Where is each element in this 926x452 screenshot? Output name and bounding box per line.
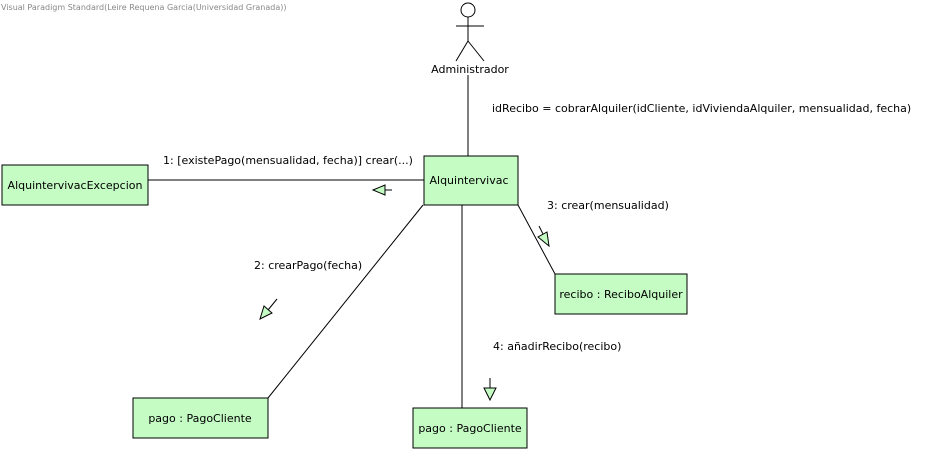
object-label: AlquintervivacExcepcion — [8, 179, 143, 192]
actor-administrador[interactable]: Administrador — [431, 2, 509, 76]
object-alquintervivac[interactable]: Alquintervivac — [423, 155, 519, 206]
object-pago-cliente-1[interactable]: pago : PagoCliente — [132, 397, 269, 439]
watermark-text: Visual Paradigm Standard(Leire Requena G… — [1, 3, 287, 12]
actor-name: Administrador — [431, 63, 509, 76]
object-recibo-alquiler[interactable]: recibo : ReciboAlquiler — [554, 273, 688, 315]
message-3: 3: crear(mensualidad) — [547, 199, 669, 212]
message-2-arrow-icon — [259, 298, 278, 320]
object-label: recibo : ReciboAlquiler — [559, 288, 683, 301]
object-alquintervivac-excepcion[interactable]: AlquintervivacExcepcion — [1, 164, 149, 206]
message-2: 2: crearPago(fecha) — [254, 259, 362, 272]
message-4-arrow-icon — [483, 378, 497, 402]
message-4: 4: añadirRecibo(recibo) — [493, 340, 621, 353]
link-main-recibo — [517, 204, 556, 275]
stick-figure-actor-icon — [455, 2, 485, 62]
message-actor-call: idRecibo = cobrarAlquiler(idCliente, idV… — [492, 102, 911, 115]
object-label: pago : PagoCliente — [148, 412, 252, 425]
message-1-arrow-icon — [371, 184, 392, 196]
message-3-arrow-icon — [537, 225, 550, 248]
object-label: pago : PagoCliente — [418, 422, 522, 435]
object-label: Alquintervivac — [429, 174, 508, 187]
message-1: 1: [existePago(mensualidad, fecha)] crea… — [163, 154, 413, 167]
link-main-pago1 — [267, 204, 424, 399]
object-pago-cliente-2[interactable]: pago : PagoCliente — [412, 407, 528, 449]
